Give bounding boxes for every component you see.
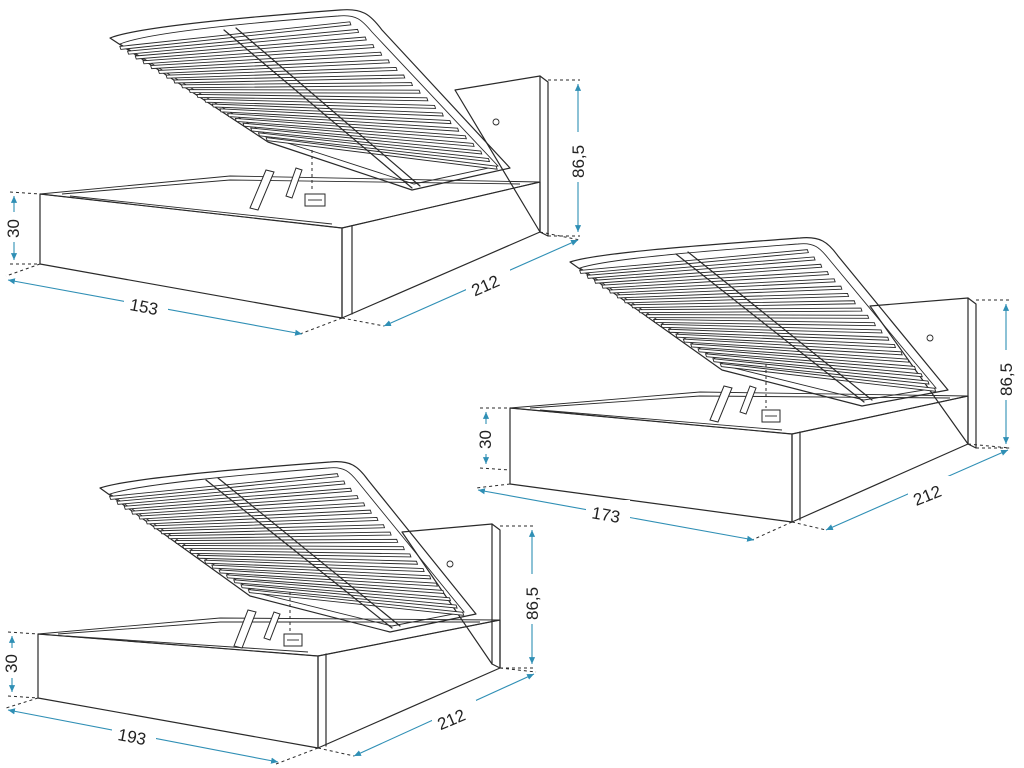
slat xyxy=(586,256,816,279)
slat xyxy=(712,358,930,385)
lifted-slat-base xyxy=(99,461,477,633)
slat xyxy=(616,285,843,299)
headboard-button xyxy=(926,334,934,342)
frame-top-rim xyxy=(37,617,501,657)
gas-lift-pistons xyxy=(709,385,781,423)
frame-front xyxy=(509,407,793,523)
slat xyxy=(682,338,903,356)
slat xyxy=(240,584,458,609)
slat xyxy=(227,113,460,132)
frame-front xyxy=(37,633,319,749)
slat xyxy=(152,516,379,530)
headboard xyxy=(454,75,549,237)
slat xyxy=(203,98,437,109)
slat xyxy=(173,74,406,84)
gas-lift-pistons xyxy=(249,167,326,211)
slat xyxy=(165,66,398,79)
headboard-height-label: 86,5 xyxy=(569,145,588,178)
slat xyxy=(704,353,923,378)
headboard-height-label: 86,5 xyxy=(523,587,542,620)
slat xyxy=(219,108,452,125)
frame-height-label: 30 xyxy=(476,430,495,449)
slat xyxy=(189,549,412,558)
bed-153-drawing: 30 153 212 86,5 xyxy=(4,9,590,336)
slat xyxy=(180,82,414,89)
slat xyxy=(196,93,429,102)
slat xyxy=(242,122,475,147)
width-label: 173 xyxy=(590,503,621,527)
slat xyxy=(233,579,452,602)
slat xyxy=(119,21,352,50)
bed-173-drawing: 30 173 212 86,5 xyxy=(474,237,1018,542)
lifted-slat-base xyxy=(109,9,511,191)
slat xyxy=(116,480,346,505)
slat xyxy=(234,117,467,140)
slat xyxy=(690,343,910,363)
headboard-button xyxy=(492,118,500,126)
slat xyxy=(250,127,483,155)
slat xyxy=(142,44,375,65)
frame-side xyxy=(341,181,541,319)
slat xyxy=(645,314,870,319)
slat xyxy=(126,28,360,55)
slat xyxy=(130,495,359,515)
slat xyxy=(188,89,421,94)
slat xyxy=(134,36,367,60)
slat xyxy=(247,589,465,616)
headboard xyxy=(869,297,977,449)
headboard-height-label: 86,5 xyxy=(997,363,1016,396)
frame-top-rim xyxy=(39,175,541,229)
slat xyxy=(630,300,856,309)
slat xyxy=(653,318,876,327)
slat xyxy=(225,574,445,594)
bed-193-drawing: 30 193 212 86,5 xyxy=(2,461,544,765)
frame-height-label: 30 xyxy=(2,654,21,673)
slat xyxy=(157,59,390,74)
slat xyxy=(638,307,863,314)
frame-height-label: 30 xyxy=(4,219,23,238)
slat xyxy=(593,263,823,284)
slat xyxy=(218,569,438,587)
slat xyxy=(719,363,937,392)
gas-lift-pistons xyxy=(233,609,303,649)
headboard xyxy=(401,523,501,669)
slat xyxy=(160,524,386,535)
slat xyxy=(109,473,339,500)
frame-front xyxy=(39,193,343,319)
slat xyxy=(211,103,444,117)
slat xyxy=(174,538,399,545)
slat xyxy=(123,487,353,510)
frame-side xyxy=(317,619,501,749)
slat xyxy=(150,51,383,70)
slat xyxy=(579,249,809,274)
lifted-slat-base xyxy=(569,237,949,407)
headboard-button xyxy=(446,560,454,568)
slat xyxy=(697,348,917,370)
slat xyxy=(601,271,830,289)
slat xyxy=(138,502,366,520)
frame-top-rim xyxy=(509,391,969,435)
slat xyxy=(145,509,372,525)
slat xyxy=(196,554,419,565)
slat xyxy=(623,292,850,304)
slat xyxy=(167,531,392,540)
slat xyxy=(182,544,405,551)
slat xyxy=(608,278,836,294)
